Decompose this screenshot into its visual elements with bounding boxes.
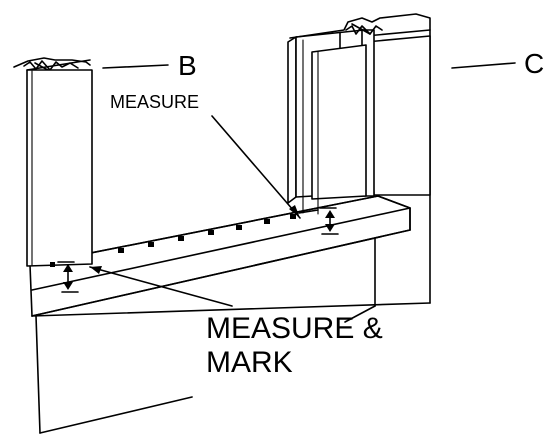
panel-b (13, 57, 93, 267)
leader-lines (89, 62, 516, 323)
dimension-arrow-left (57, 261, 79, 293)
dimension-arrow-right (319, 207, 339, 235)
measure-arrowhead (289, 205, 300, 218)
label-measure-and-mark-line1: MEASURE & (206, 312, 383, 345)
panel-c (287, 13, 431, 215)
label-c: C (524, 48, 544, 79)
label-measure: MEASURE (110, 92, 199, 112)
label-measure-and-mark-line2: MARK (206, 346, 293, 379)
dotted-guide-line (50, 214, 296, 267)
label-b: B (178, 50, 197, 81)
mark-arrowhead (90, 266, 102, 274)
